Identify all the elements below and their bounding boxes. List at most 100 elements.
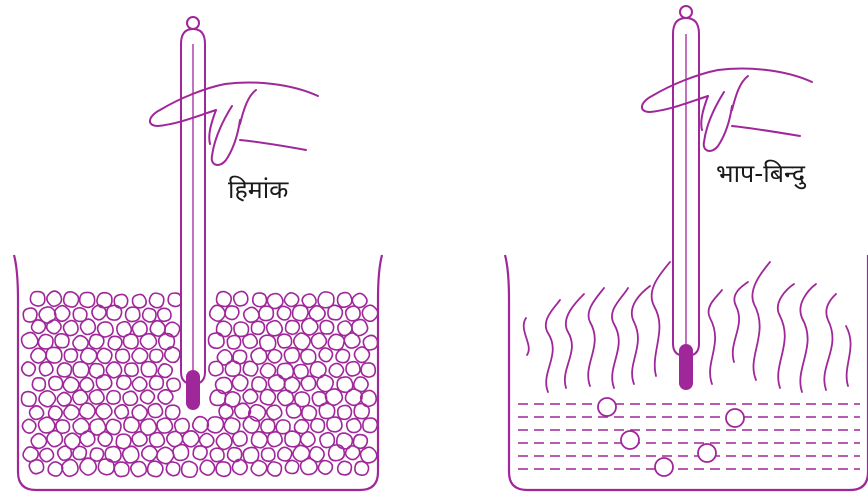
ice-cube <box>28 459 45 475</box>
ice-cube <box>79 318 97 336</box>
ice-cube <box>131 293 147 309</box>
ice-cube <box>223 417 241 435</box>
ice-cube <box>292 444 311 463</box>
ice-cube <box>114 403 130 420</box>
ice-cube <box>62 376 80 394</box>
ice-cube <box>116 320 133 338</box>
steam-point-label: भाप-बिन्दु <box>716 159 806 188</box>
ice-cube <box>336 404 353 421</box>
ice-cube <box>362 334 379 351</box>
ice-cube <box>157 332 176 351</box>
ice-cube <box>344 305 361 322</box>
ice-cube <box>242 388 259 405</box>
ice-cube <box>122 390 139 407</box>
ice-cube <box>31 377 47 392</box>
ice-cube <box>72 360 90 379</box>
ice-cube <box>172 443 190 462</box>
ice-cube <box>105 418 122 436</box>
ice-cube <box>148 431 166 448</box>
ice-cube <box>209 389 227 407</box>
ice-cube <box>97 458 115 476</box>
ice-cube <box>283 292 300 308</box>
ice-cube <box>310 417 326 434</box>
ice-cube <box>319 319 335 335</box>
ice-cube <box>91 304 107 321</box>
mercury-bulb <box>679 344 693 390</box>
ice-cube <box>327 304 344 321</box>
ice-cube <box>276 446 293 462</box>
ice-cube <box>216 349 233 366</box>
ice-cube <box>207 332 225 350</box>
ice-cube <box>266 431 283 448</box>
ice-cube <box>232 290 249 307</box>
ice-cube <box>38 361 54 377</box>
ice-cube <box>215 290 233 308</box>
ice-cube <box>124 362 139 378</box>
ice-cube <box>231 374 249 392</box>
ice-cube <box>156 307 172 323</box>
ice-cube <box>301 293 317 309</box>
ice-cube <box>20 331 39 350</box>
ice-cube <box>284 319 301 336</box>
ice-cube <box>260 418 276 434</box>
mercury-bulb <box>186 370 200 410</box>
ice-cube <box>308 446 325 463</box>
ice-cube <box>267 374 286 392</box>
ice-cube <box>181 430 200 448</box>
ice-cube <box>72 334 89 352</box>
ice-cube <box>259 388 277 406</box>
ice-cube <box>191 415 210 434</box>
ice-cube <box>283 346 301 364</box>
ice-cube <box>131 347 149 365</box>
ice-cube <box>293 363 309 380</box>
ice-cube <box>231 458 248 476</box>
ice-cube <box>20 390 37 408</box>
ice-cube <box>285 402 302 419</box>
ice-cube <box>215 461 232 478</box>
ice-cube <box>292 332 311 351</box>
ice-cube <box>291 304 309 322</box>
ice-cube <box>131 430 148 448</box>
ice-cube <box>336 291 353 309</box>
ice-cube <box>242 333 259 349</box>
ice-setup <box>12 16 384 492</box>
ice-cube <box>47 405 63 421</box>
ice-cube <box>353 346 371 364</box>
ice-cube <box>352 376 369 393</box>
ice-cube <box>38 390 57 408</box>
ice-cube <box>79 347 98 365</box>
ice-cube <box>215 432 233 451</box>
ice-cube <box>72 445 88 461</box>
ice-cube <box>345 417 362 434</box>
beaker-icon <box>503 254 868 492</box>
ice-cube <box>72 417 91 435</box>
ice-cube <box>166 377 182 393</box>
ice-cube <box>276 333 293 349</box>
ice-cube <box>63 404 80 421</box>
ice-cube <box>301 404 318 422</box>
ice-cube <box>107 335 123 351</box>
ice-cube <box>354 460 370 477</box>
ice-cube <box>198 432 215 449</box>
ice-cube <box>250 430 269 449</box>
ice-cube <box>276 389 295 407</box>
ice-cube <box>95 374 113 391</box>
bubbles <box>597 397 745 477</box>
ice-cube <box>130 460 148 478</box>
ice-cube <box>55 419 71 435</box>
ice-cube <box>259 362 277 379</box>
ice-cube <box>267 348 283 364</box>
ice-cube <box>56 391 73 407</box>
ice-cube <box>266 292 284 310</box>
ice-cube <box>218 403 234 420</box>
ice-cube <box>206 416 225 434</box>
thermometer-icon <box>180 16 206 410</box>
freezing-point-label: हिमांक <box>228 175 289 204</box>
ice-cube <box>62 319 79 337</box>
ice-cube <box>276 305 292 321</box>
ice-cube <box>199 459 216 476</box>
ice-cube <box>265 319 284 337</box>
ice-cube <box>113 461 130 478</box>
ice-cube <box>88 333 105 350</box>
ice-cube <box>308 305 326 322</box>
